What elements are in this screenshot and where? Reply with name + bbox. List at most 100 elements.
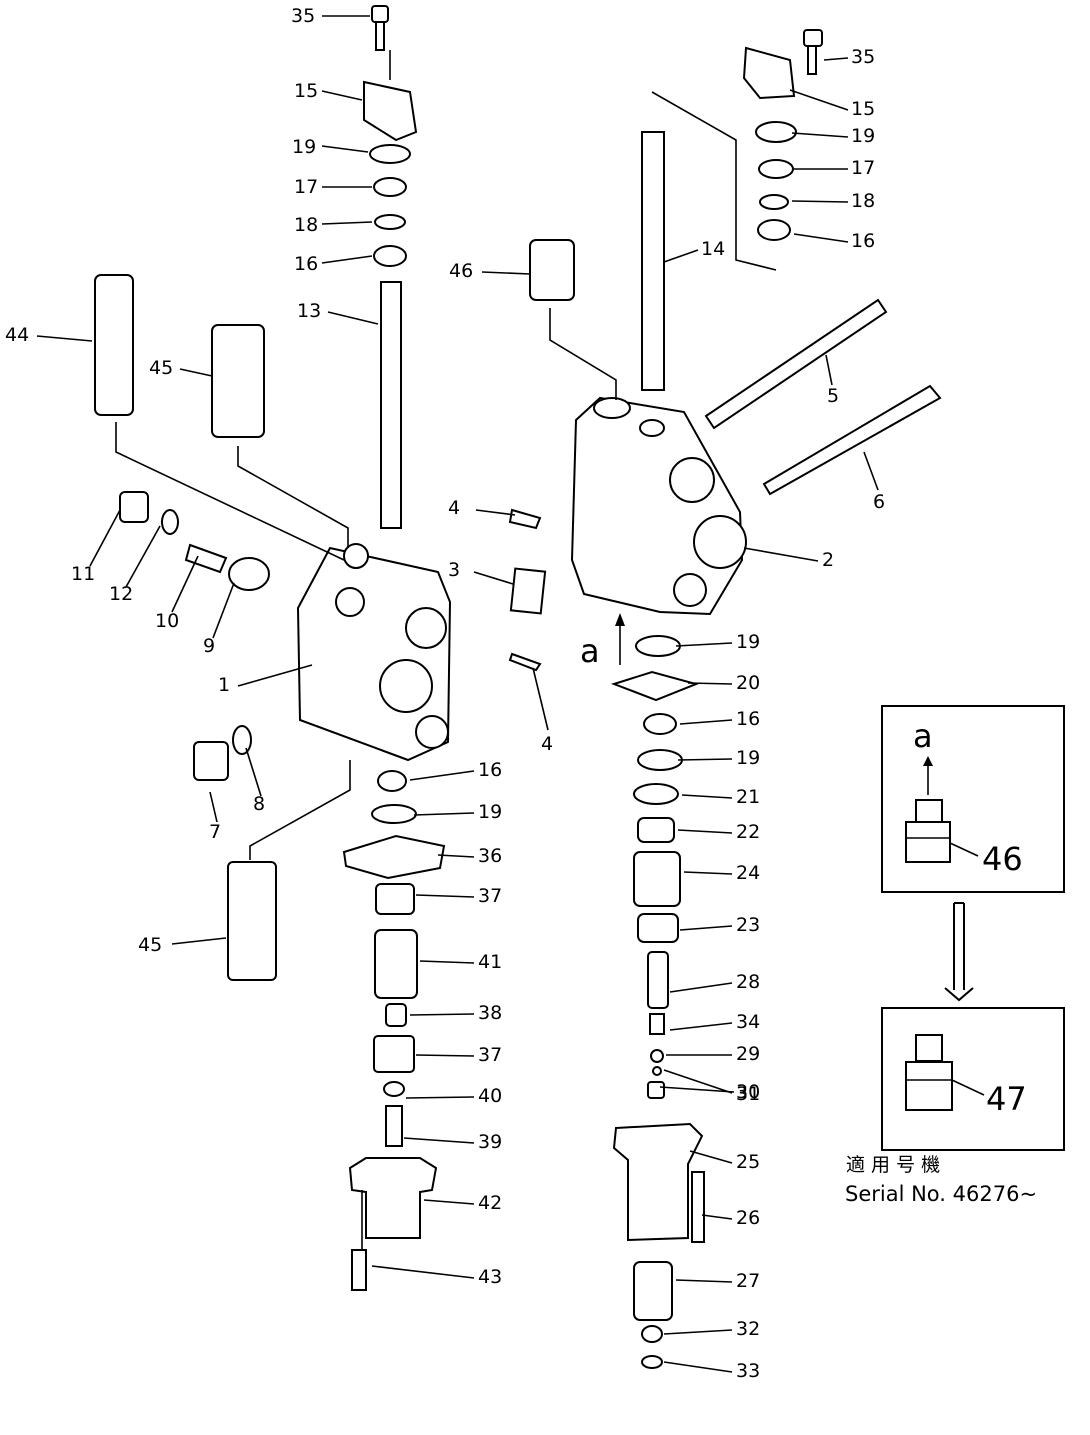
leader-p26 — [701, 1214, 733, 1220]
view-a-letter: a — [580, 632, 600, 670]
leader-p38 — [409, 1013, 475, 1016]
poppet-9 — [228, 557, 270, 591]
inset-old-part-number: 46 — [982, 840, 1023, 878]
body-1-port-a — [405, 607, 447, 649]
ring-17-right — [758, 159, 794, 179]
callout-p16d: 16 — [736, 708, 760, 730]
relief-valve-44 — [94, 274, 134, 416]
leader-p30 — [663, 1069, 733, 1094]
plug-31 — [647, 1081, 665, 1099]
callout-p10: 10 — [155, 610, 179, 632]
leader-p46a — [481, 271, 531, 275]
oring-19-right-a — [635, 635, 681, 657]
leader-p9 — [212, 582, 235, 639]
spool-14 — [641, 131, 665, 391]
callout-p19a: 19 — [292, 136, 316, 158]
plug-7 — [193, 741, 229, 781]
bolt-35-left-shank — [375, 21, 385, 51]
callout-p2: 2 — [822, 549, 834, 571]
callout-p40: 40 — [478, 1085, 502, 1107]
leader-p22 — [677, 829, 733, 834]
callout-p23: 23 — [736, 914, 760, 936]
gasket-4-upper — [508, 508, 542, 530]
applicable-serial-heading: 適 用 号 機 — [846, 1154, 940, 1176]
leader-p45a — [179, 368, 213, 377]
body-2-top-port-a — [593, 397, 631, 419]
leader-p20 — [687, 682, 733, 685]
callout-p39: 39 — [478, 1131, 502, 1153]
callout-p27: 27 — [736, 1270, 760, 1292]
oring-19-right-b — [637, 749, 683, 771]
callout-p17b: 17 — [851, 157, 875, 179]
callout-p41: 41 — [478, 951, 502, 973]
leader-p12 — [125, 525, 161, 588]
leader-p32 — [663, 1329, 733, 1335]
callout-p33: 33 — [736, 1360, 760, 1382]
bolt-26 — [691, 1171, 705, 1243]
washer-21 — [633, 783, 679, 805]
bolt-35-left — [371, 5, 389, 23]
serial-number-label: Serial No. 46276~ — [845, 1182, 1037, 1206]
callout-p43: 43 — [478, 1266, 502, 1288]
flange-15-right — [742, 46, 796, 100]
oring-19-right — [755, 121, 797, 143]
spool-13 — [380, 281, 402, 529]
spring-10 — [184, 543, 228, 574]
callout-p16a: 16 — [294, 253, 318, 275]
callout-p25: 25 — [736, 1151, 760, 1173]
callout-p19b: 19 — [478, 801, 502, 823]
leader-p35b — [823, 57, 849, 61]
ring-18-right — [759, 194, 789, 210]
leader-p19d — [675, 642, 733, 647]
leader-p19e — [677, 758, 733, 761]
callout-p7: 7 — [209, 821, 221, 843]
ring-17-left — [373, 177, 407, 197]
leader-p16b — [409, 770, 475, 781]
ring-16-left — [373, 245, 407, 267]
leader-p45b — [171, 937, 227, 945]
callout-p26: 26 — [736, 1207, 760, 1229]
leader-p4b — [532, 667, 549, 731]
check-valve-45-upper — [211, 324, 265, 438]
leader-p16d — [679, 719, 733, 725]
view-a-marker: a — [580, 613, 625, 670]
leader-p5 — [825, 354, 833, 386]
body-1-top-port-b — [335, 587, 365, 617]
leader-p16c — [793, 233, 849, 243]
leader-p33 — [663, 1361, 733, 1373]
leader-p10 — [171, 555, 199, 613]
spring-41 — [374, 929, 418, 999]
inset-new-part-number: 47 — [986, 1080, 1027, 1118]
callout-p45b: 45 — [138, 934, 162, 956]
leader-p36 — [437, 854, 475, 858]
valve-body-2 — [570, 396, 744, 616]
check-valve-45-lower — [227, 861, 277, 981]
leader-p24 — [683, 871, 733, 875]
callout-p45a: 45 — [149, 357, 173, 379]
leader-p2 — [743, 547, 819, 562]
callout-p31: 31 — [736, 1083, 760, 1105]
leader-p15a — [321, 90, 363, 101]
leader-p37b — [415, 1054, 475, 1057]
leader-p13 — [327, 311, 379, 325]
callout-p35a: 35 — [291, 5, 315, 27]
spring-34 — [649, 1013, 665, 1035]
leader-p16a — [321, 255, 373, 264]
callout-p29: 29 — [736, 1043, 760, 1065]
plug-11 — [119, 491, 149, 523]
leader-p34 — [669, 1022, 733, 1031]
pin-30 — [652, 1066, 662, 1076]
callout-p16b: 16 — [478, 759, 502, 781]
spring-24 — [633, 851, 681, 907]
body-1-port-b — [379, 659, 433, 713]
body-1-top-port-a — [343, 543, 369, 569]
leader-p18b — [791, 200, 849, 203]
flange-15-left — [363, 80, 418, 142]
leader-p44 — [36, 335, 93, 342]
tie-bolt-5 — [704, 298, 888, 430]
leader-p19a — [321, 145, 369, 153]
callout-p37b: 37 — [478, 1044, 502, 1066]
callout-p37a: 37 — [478, 885, 502, 907]
gasket-3 — [509, 567, 547, 615]
leader-p1 — [237, 664, 313, 687]
